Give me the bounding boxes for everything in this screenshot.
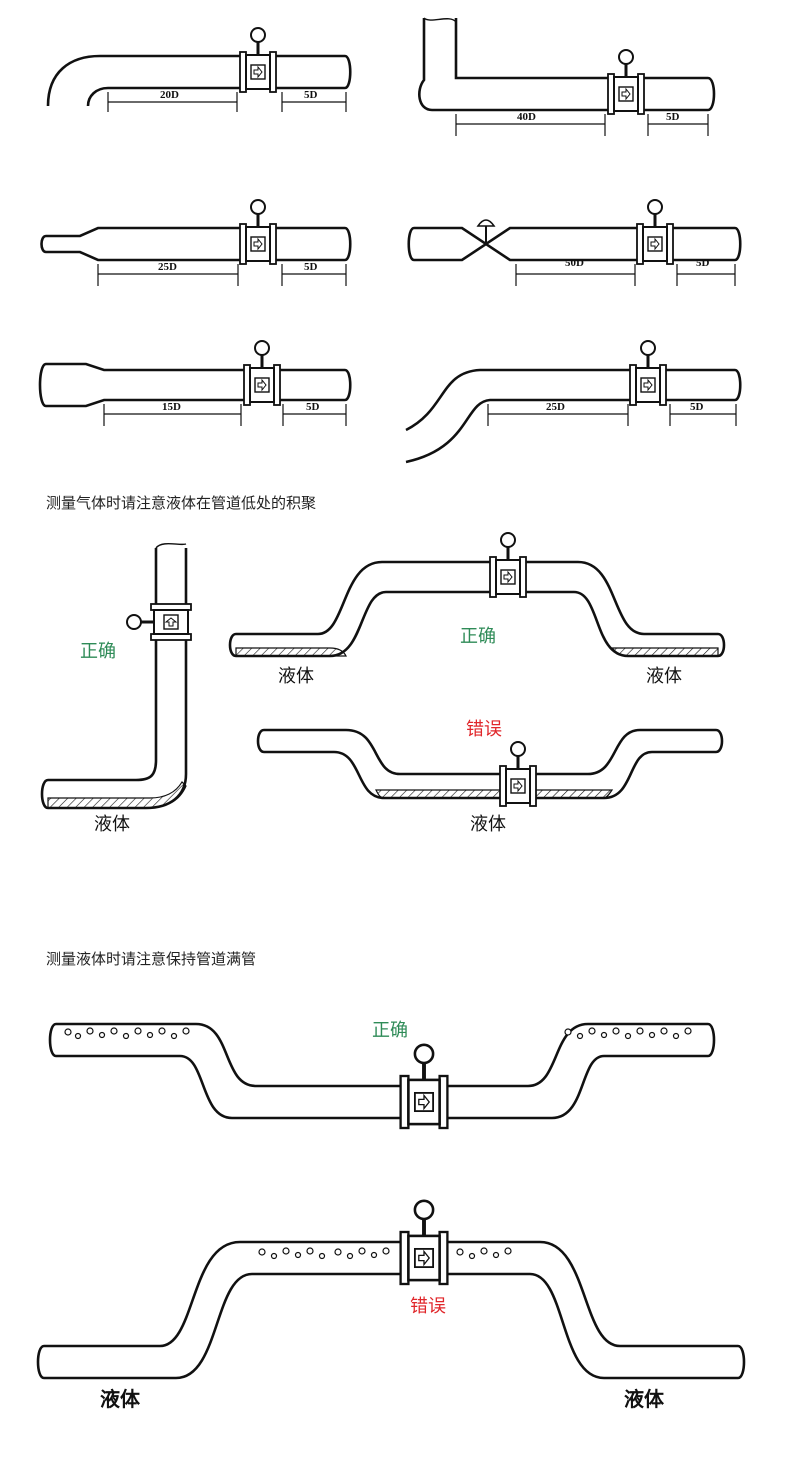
downstream-label: 5D: [306, 401, 320, 413]
upstream-label: 40D: [517, 111, 536, 123]
air-bubbles-top: [258, 1247, 512, 1260]
upstream-label: 15D: [162, 401, 181, 413]
straight-run-example-2: 40D 5D: [418, 17, 716, 136]
status-correct: 正确: [80, 641, 116, 661]
downstream-label: 5D: [666, 111, 680, 123]
downstream-label: 5D: [696, 257, 710, 269]
gas-raised-example: 正确 液体 液体: [228, 531, 726, 686]
liquid-section-title: 测量液体时请注意保持管道满管: [46, 950, 256, 968]
upstream-label: 25D: [546, 401, 565, 413]
straight-run-example-4: 50D 5D: [407, 198, 742, 286]
straight-run-example-5: 15D 5D: [38, 339, 352, 426]
downstream-label: 5D: [304, 261, 318, 273]
straight-run-example-6: 25D 5D: [405, 339, 742, 464]
straight-run-example-3: 25D 5D: [40, 198, 352, 286]
liquid-label-left: 液体: [100, 1387, 141, 1411]
liquid-label: 液体: [94, 814, 130, 834]
gas-section-title: 测量气体时请注意液体在管道低处的积聚: [46, 494, 316, 512]
air-bubbles-right: [564, 1027, 692, 1040]
liquid-label-right: 液体: [624, 1387, 665, 1411]
downstream-label: 5D: [304, 89, 318, 101]
straight-run-example-1: 20D 5D: [46, 26, 352, 112]
status-wrong: 错误: [410, 1296, 446, 1316]
status-correct: 正确: [460, 626, 496, 646]
status-correct: 正确: [372, 1020, 408, 1040]
gas-vertical-example: 正确 液体: [40, 543, 192, 834]
upstream-label: 20D: [160, 89, 179, 101]
upstream-label: 25D: [158, 261, 177, 273]
liquid-label-left: 液体: [278, 666, 314, 686]
downstream-label: 5D: [690, 401, 704, 413]
air-bubbles-left: [64, 1027, 190, 1040]
status-wrong: 错误: [466, 719, 502, 739]
liquid-label: 液体: [470, 814, 506, 834]
gas-low-example: 错误 液体: [256, 719, 724, 834]
liquid-label-right: 液体: [646, 666, 682, 686]
liquid-raised-example: 错误 液体 液体: [36, 1198, 746, 1411]
liquid-low-example: 正确: [48, 1020, 716, 1130]
upstream-label: 50D: [565, 257, 584, 269]
